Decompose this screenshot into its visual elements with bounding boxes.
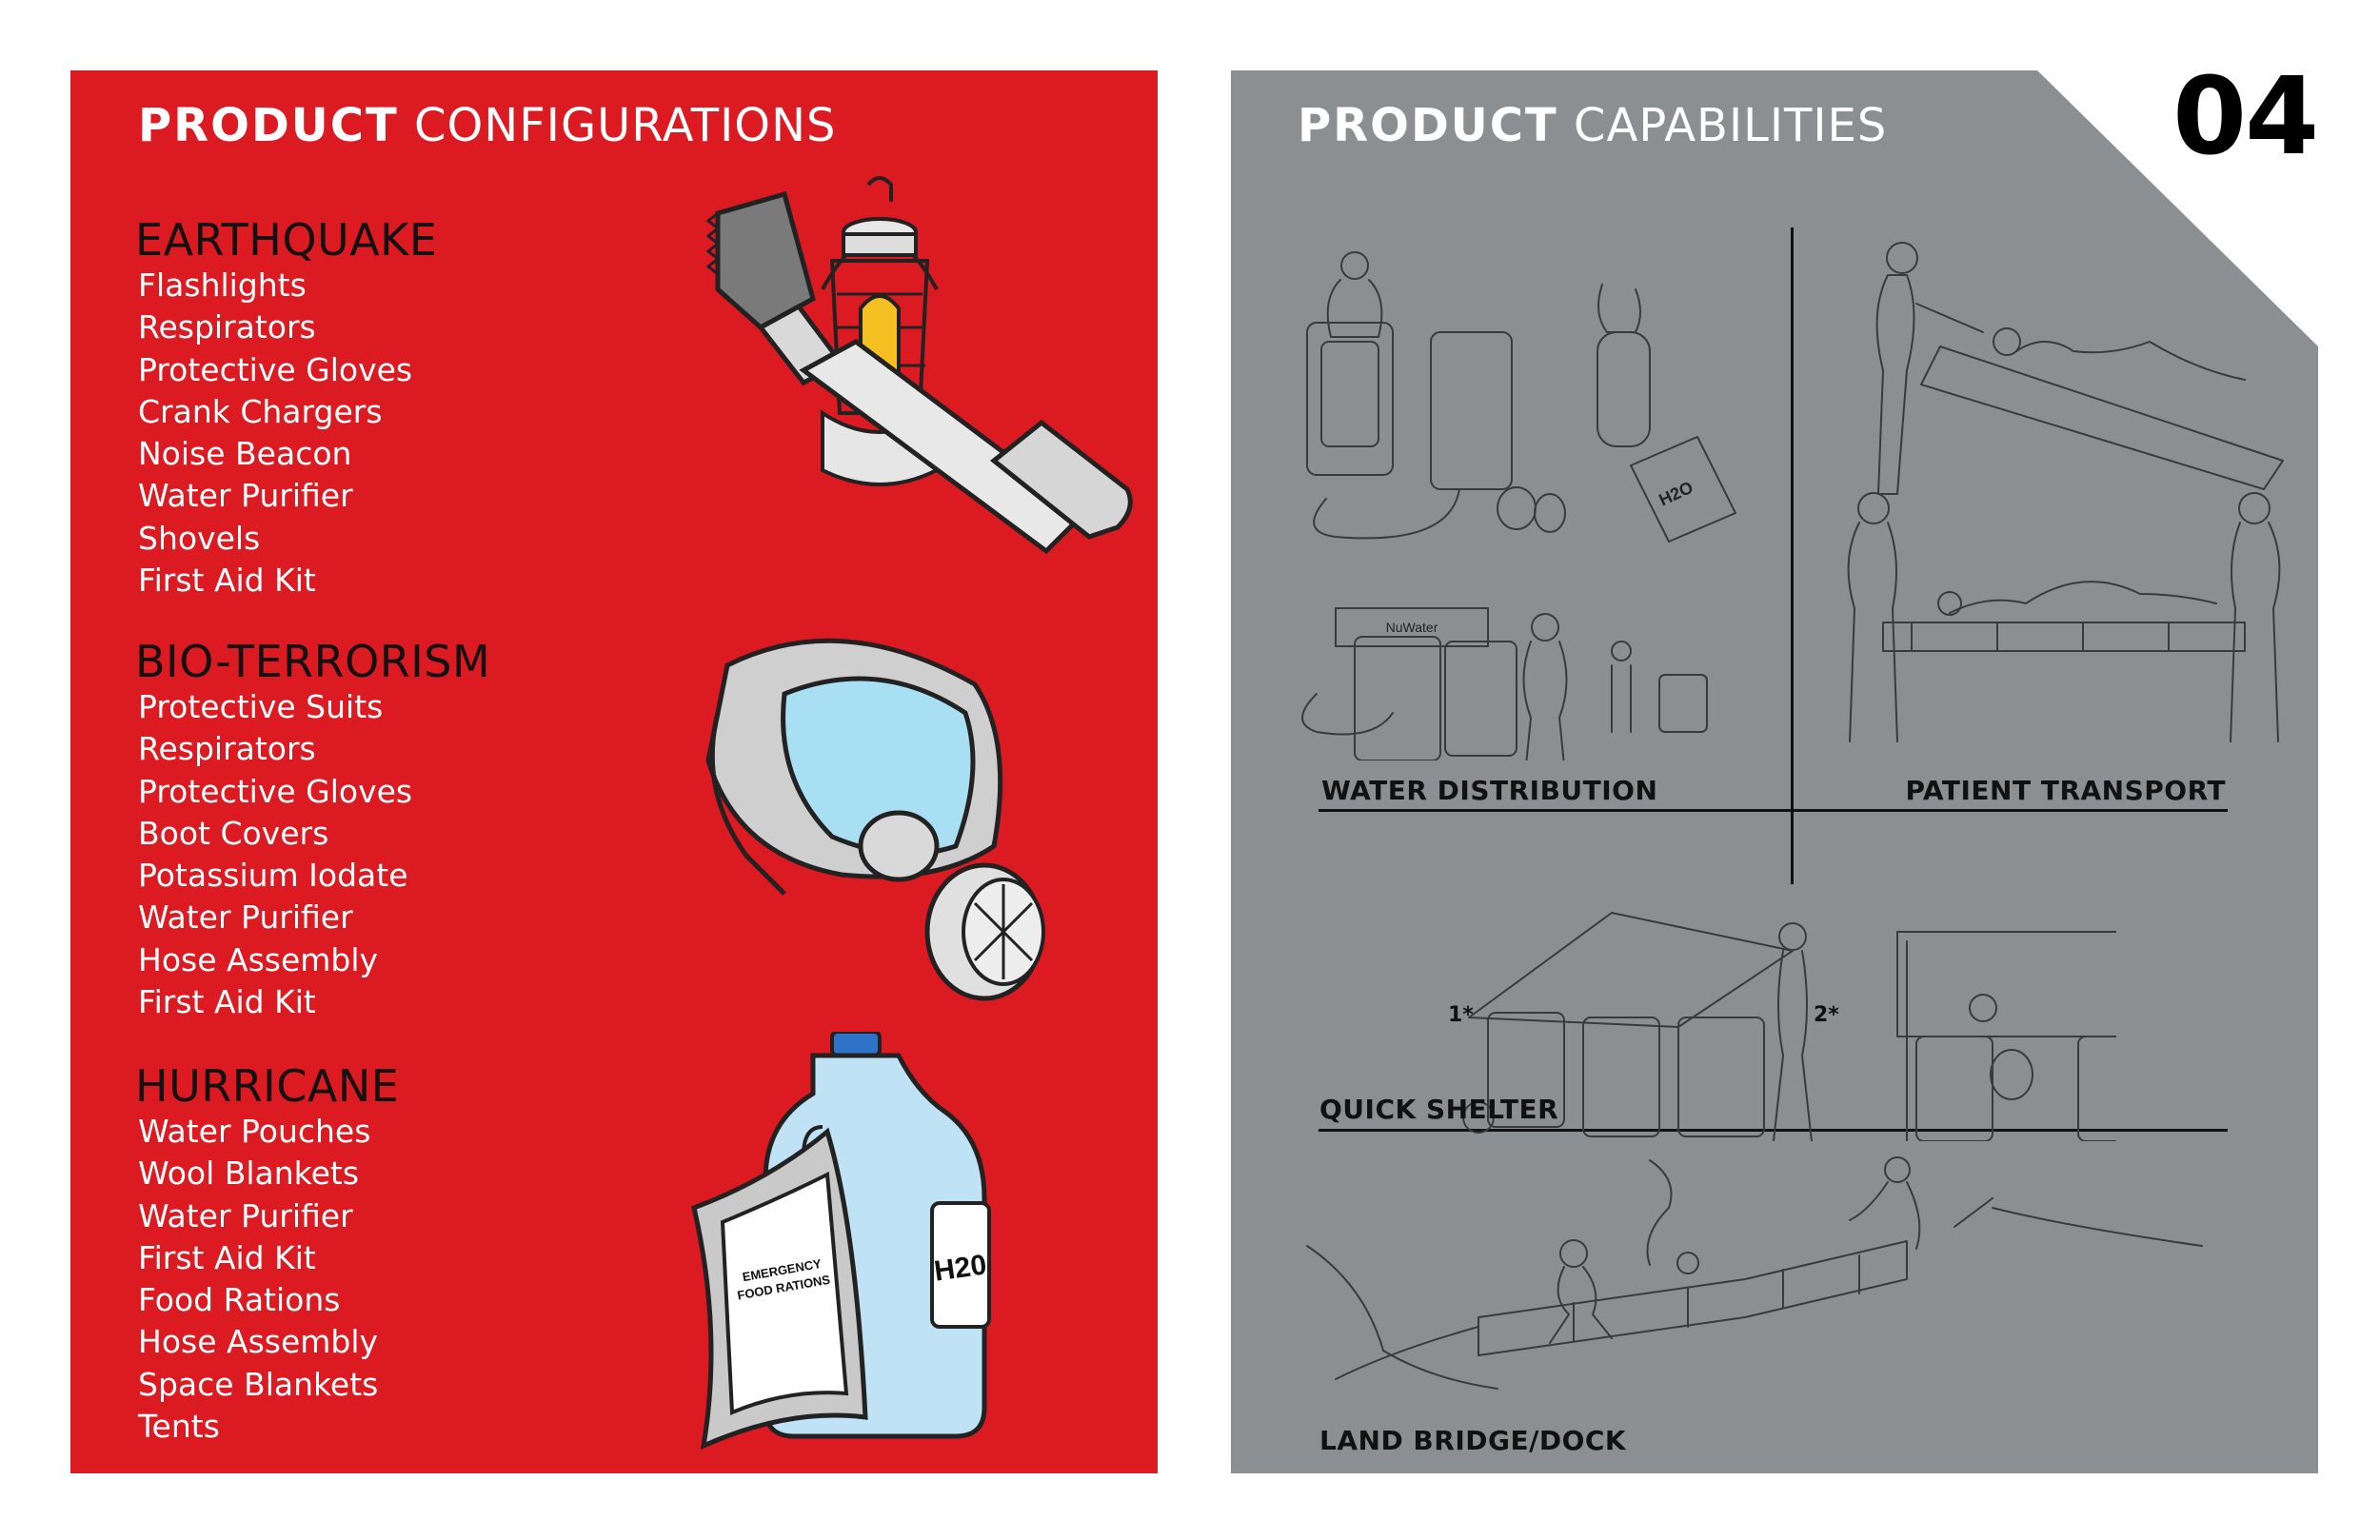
list-item: Space Blankets [138, 1365, 379, 1403]
caption-water-distribution: WATER DISTRIBUTION [1321, 775, 1658, 806]
category-hurricane: HURRICANE Water Pouches Wool Blankets Wa… [135, 1061, 399, 1448]
purifier-sketch-label: NuWater [1386, 620, 1438, 635]
list-item: Potassium Iodate [138, 857, 408, 895]
shovel-icon [705, 190, 1133, 555]
product-capabilities-panel: PRODUCT CAPABILITIES H2O NuWater [1231, 70, 2318, 1473]
list-item: Food Rations [138, 1281, 341, 1319]
step-marker-1: 1* [1448, 1003, 1474, 1027]
list-item: Crank Chargers [138, 392, 383, 430]
water-distribution-sketch: H2O NuWater [1301, 251, 1736, 760]
list-item: Water Purifier [138, 898, 353, 937]
list-item: First Aid Kit [138, 1238, 316, 1276]
category-heading: HURRICANE [135, 1060, 400, 1112]
list-item: First Aid Kit [138, 562, 316, 600]
product-configurations-panel: PRODUCT CONFIGURATIONS EARTHQUAKE Flashl… [70, 70, 1158, 1473]
caption-patient-transport: PATIENT TRANSPORT [1905, 775, 2226, 806]
list-item: Water Purifier [138, 1196, 353, 1234]
land-bridge-sketch [1306, 1156, 2203, 1390]
category-heading: BIO-TERRORISM [135, 636, 491, 687]
list-item: First Aid Kit [138, 983, 316, 1021]
section-divider [1319, 1129, 2228, 1132]
list-item: Protective Gloves [138, 350, 413, 388]
list-item: Protective Suits [138, 688, 384, 725]
list-item: Respirators [138, 730, 316, 768]
panel-title: PRODUCT CAPABILITIES [1298, 99, 1888, 152]
caption-land-bridge: LAND BRIDGE/DOCK [1319, 1425, 1627, 1456]
list-item: Noise Beacon [138, 435, 352, 473]
pouch-sketch-label: H2O [1656, 478, 1696, 510]
step-marker-2: 2* [1814, 1003, 1839, 1027]
section-divider [1319, 809, 2228, 812]
column-divider [1791, 227, 1794, 884]
list-item: Flashlights [138, 267, 307, 304]
list-item: Boot Covers [138, 814, 329, 852]
panel-title: PRODUCT CONFIGURATIONS [138, 99, 837, 152]
patient-transport-sketch [1847, 242, 2284, 742]
category-earthquake: EARTHQUAKE Flashlights Respirators Prote… [135, 215, 437, 602]
filter-canister-icon [924, 862, 1045, 1001]
supplies-illustration: H20 EMERGENCY FOOD RATIONS [691, 1032, 991, 1451]
list-item: Water Purifier [138, 477, 353, 515]
category-heading: EARTHQUAKE [135, 214, 438, 266]
jug-label: H20 [932, 1249, 988, 1287]
caption-quick-shelter: QUICK SHELTER [1319, 1094, 1559, 1125]
quick-shelter-sketch [1462, 912, 2116, 1141]
list-item: Hose Assembly [138, 1323, 379, 1361]
shovel-lantern-illustration [705, 176, 1133, 555]
list-item: Shovels [138, 519, 261, 557]
list-item: Wool Blankets [138, 1155, 360, 1193]
page-number: 04 [2172, 55, 2319, 179]
category-bio-terrorism: BIO-TERRORISM Protective Suits Respirato… [135, 637, 490, 1023]
list-item: Hose Assembly [138, 940, 379, 978]
gas-mask-illustration [705, 638, 1045, 1001]
list-item: Respirators [138, 308, 316, 346]
list-item: Water Pouches [138, 1113, 371, 1150]
food-ration-pouch-icon: EMERGENCY FOOD RATIONS [691, 1127, 868, 1451]
list-item: Tents [138, 1408, 220, 1446]
list-item: Protective Gloves [138, 772, 413, 810]
